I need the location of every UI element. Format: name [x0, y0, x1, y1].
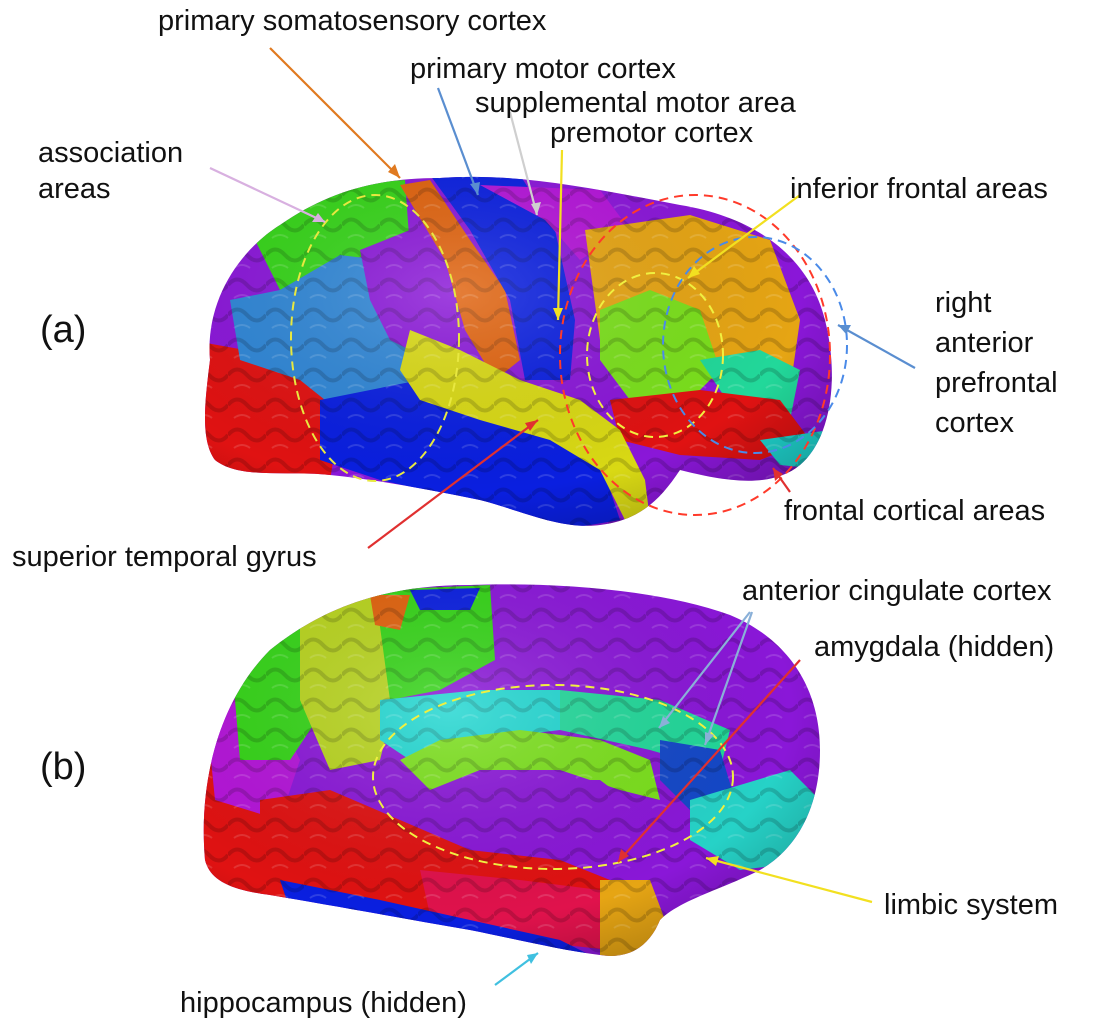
label-superior-temporal-gyrus: superior temporal gyrus	[12, 540, 317, 575]
label-association-areas-line1: association	[38, 136, 183, 171]
label-anterior-cingulate-cortex: anterior cingulate cortex	[742, 574, 1052, 609]
brain-lateral-view	[190, 160, 850, 540]
label-limbic-system: limbic system	[884, 888, 1058, 923]
brain-medial-view	[190, 570, 840, 970]
label-right-anterior-prefrontal-line1: right	[935, 286, 991, 321]
panel-label-b: (b)	[40, 745, 86, 789]
label-right-anterior-prefrontal-line3: prefrontal	[935, 366, 1058, 401]
label-amygdala-hidden: amygdala (hidden)	[814, 630, 1054, 665]
label-primary-motor-cortex: primary motor cortex	[410, 52, 676, 87]
label-right-anterior-prefrontal-line2: anterior	[935, 326, 1033, 361]
label-association-areas-line2: areas	[38, 172, 111, 207]
label-premotor-cortex: premotor cortex	[550, 116, 753, 151]
panel-label-a: (a)	[40, 308, 86, 352]
label-hippocampus-hidden: hippocampus (hidden)	[180, 986, 467, 1021]
label-primary-somatosensory-cortex: primary somatosensory cortex	[158, 4, 546, 39]
label-right-anterior-prefrontal-line4: cortex	[935, 406, 1014, 441]
label-frontal-cortical-areas: frontal cortical areas	[784, 494, 1045, 529]
label-inferior-frontal-areas: inferior frontal areas	[790, 172, 1048, 207]
